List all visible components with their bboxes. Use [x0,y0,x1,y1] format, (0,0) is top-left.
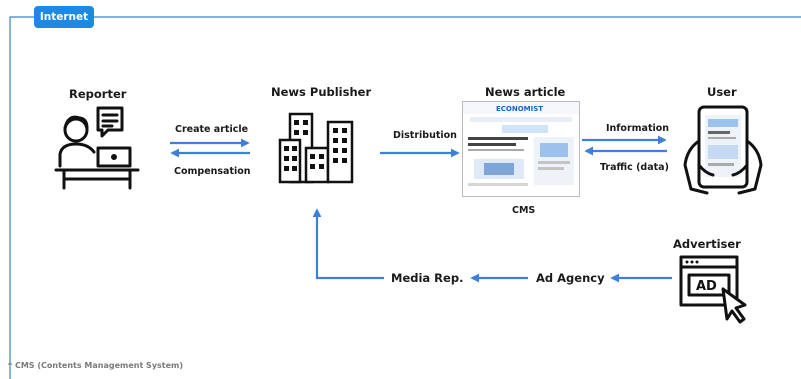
create-article-label: Create article [175,124,249,135]
news-article-thumbnail: ECONOMIST [462,101,580,197]
information-label: Information [606,123,670,134]
buildings-icon [278,112,354,184]
reporter-label: Reporter [69,87,127,101]
internet-tag: Internet [34,6,94,28]
article-label: News article [485,85,566,99]
publisher-label: News Publisher [271,85,372,99]
advertiser-label: Advertiser [673,237,741,251]
cms-label: CMS [512,205,536,216]
reporter-icon [54,106,140,190]
ad-screen-icon: AD [679,255,747,324]
footnote: * CMS (Contents Management System) [8,361,184,370]
media-rep-label: Media Rep. [391,271,464,285]
ad-agency-label: Ad Agency [536,271,605,285]
compensation-label: Compensation [174,166,251,177]
traffic-label: Traffic (data) [600,162,669,173]
tablet-user-icon [683,105,763,195]
ad-text: AD [696,279,717,294]
site-name-text: ECONOMIST [496,105,543,113]
mediarep-to-publisher-arrow [312,208,384,280]
user-label: User [707,85,737,99]
distribution-label: Distribution [393,130,457,141]
